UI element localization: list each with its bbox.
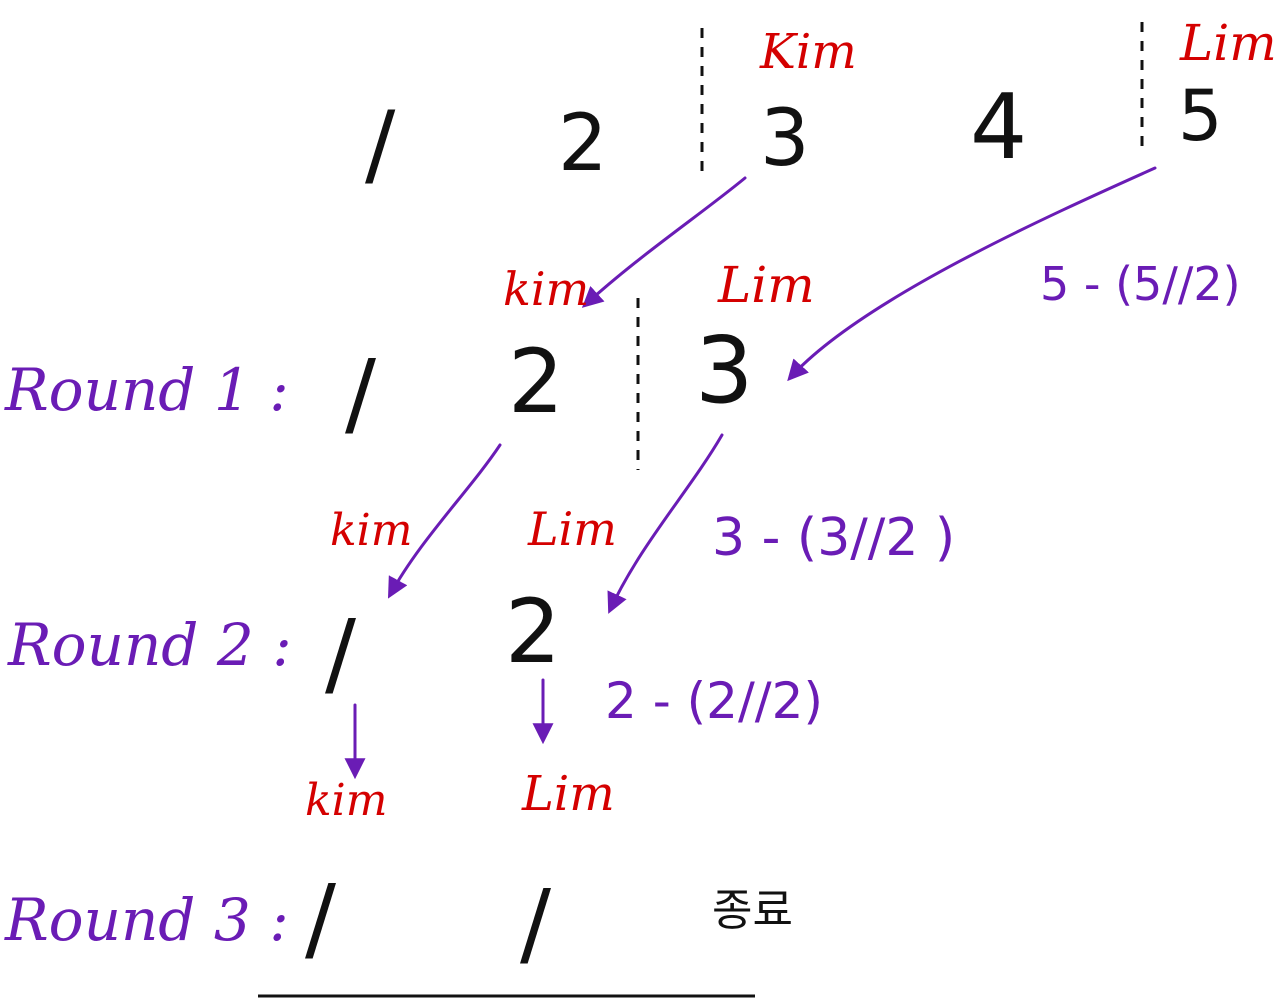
round3-formula: 2 - (2//2) [605, 672, 823, 730]
top-number-3: 3 [760, 94, 810, 184]
round3-name-lim: Lim [521, 766, 615, 822]
round2-name-lim: Lim [527, 502, 617, 556]
round2-number-1: / [325, 600, 356, 707]
arrow-5-to-round1-3 [787, 166, 1157, 382]
round3-name-kim: kim [305, 775, 387, 826]
round2-name-kim: kim [330, 505, 412, 556]
round1-number-1: / [345, 340, 376, 447]
round1-number-3: 3 [695, 317, 754, 424]
round1-number-2: 2 [508, 330, 564, 433]
round1-label: Round 1 : [4, 356, 289, 424]
arrow-round1-3-to-round2-2 [607, 433, 724, 614]
round3-label: Round 3 : [4, 886, 289, 954]
top-number-1: / [365, 92, 396, 197]
top-number-4: 4 [970, 75, 1027, 180]
round3-number-1: / [305, 865, 336, 972]
top-name-kim: Kim [759, 24, 857, 80]
round1-name-kim: kim [503, 262, 589, 316]
top-name-lim: Lim [1179, 14, 1277, 72]
round3-number-2: / [520, 870, 551, 977]
round3-end-label: 종료 [712, 885, 793, 936]
round2-label: Round 2 : [7, 611, 292, 679]
arrow-3-to-round1-2 [581, 176, 747, 308]
round1-formula: 5 - (5//2) [1040, 257, 1241, 311]
top-number-5: 5 [1178, 75, 1223, 157]
arrow-round1-2-to-round2-1 [387, 443, 502, 599]
round1-name-lim: Lim [717, 256, 815, 314]
top-number-2: 2 [558, 99, 608, 189]
round2-formula: 3 - (3//2 ) [712, 508, 955, 568]
round2-number-2: 2 [505, 580, 561, 683]
